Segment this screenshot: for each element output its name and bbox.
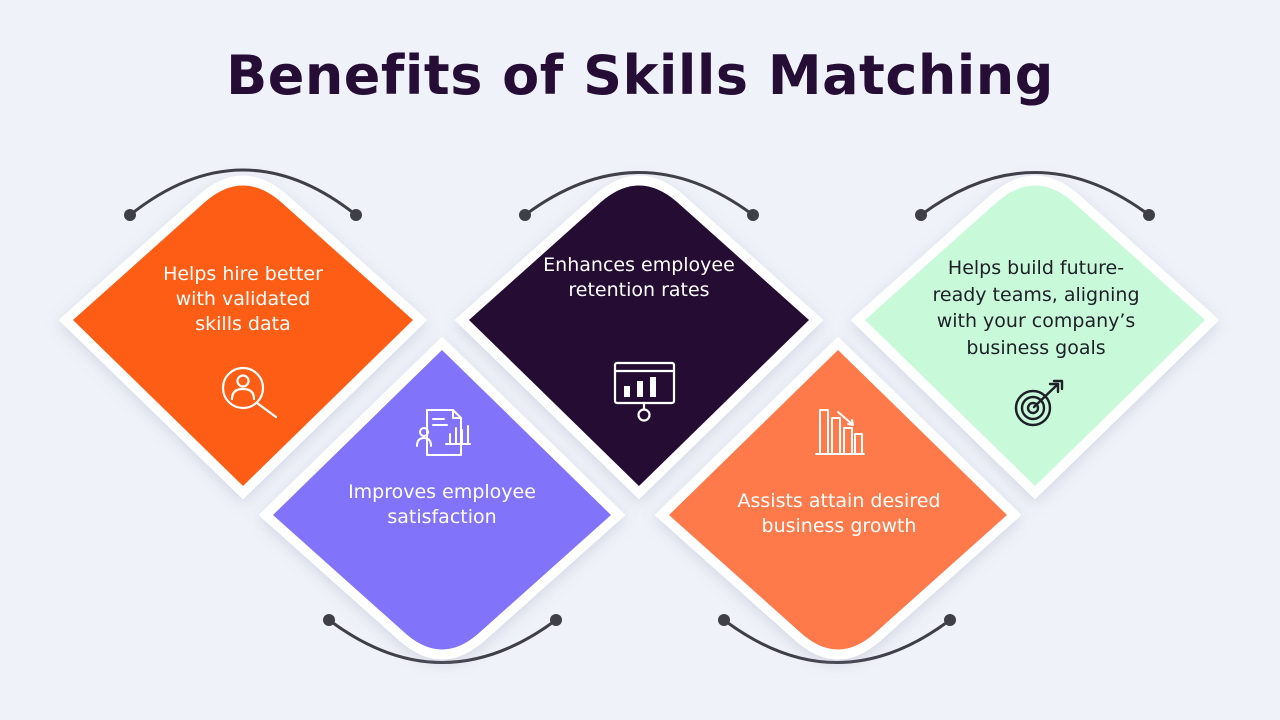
card-teams xyxy=(851,175,1219,499)
connector-dot xyxy=(747,209,759,221)
connector-arc xyxy=(327,618,558,664)
connector-arc xyxy=(523,171,755,217)
card-growth xyxy=(655,337,1021,660)
card-satisfaction xyxy=(259,337,625,660)
card-satisfaction-shape xyxy=(273,350,611,650)
card-retention-shape xyxy=(469,185,809,486)
connector-dot xyxy=(718,614,730,626)
card-hire xyxy=(59,175,427,499)
connector-dot xyxy=(323,614,335,626)
card-retention xyxy=(455,175,823,499)
connector-arc xyxy=(722,618,952,664)
connector-dot xyxy=(915,209,927,221)
connector-dot xyxy=(1143,209,1155,221)
connector-dot xyxy=(519,209,531,221)
card-teams-shape xyxy=(865,185,1205,486)
card-growth-shape xyxy=(669,350,1007,650)
connectors xyxy=(128,168,1151,664)
connector-dot xyxy=(124,209,136,221)
presentation-chart-icon xyxy=(613,361,676,422)
bar-chart-icon xyxy=(815,409,865,455)
connector-dot xyxy=(944,614,956,626)
connector-arc xyxy=(919,171,1151,217)
connector-dot xyxy=(550,614,562,626)
connector-dots xyxy=(124,209,1155,626)
connector-dot xyxy=(350,209,362,221)
connector-arc xyxy=(128,168,358,217)
target-icon xyxy=(1014,379,1064,427)
user-search-icon xyxy=(221,366,278,419)
report-chart-icon xyxy=(416,409,471,456)
card-hire-shape xyxy=(73,185,413,486)
page-title: Benefits of Skills Matching xyxy=(226,44,1054,107)
